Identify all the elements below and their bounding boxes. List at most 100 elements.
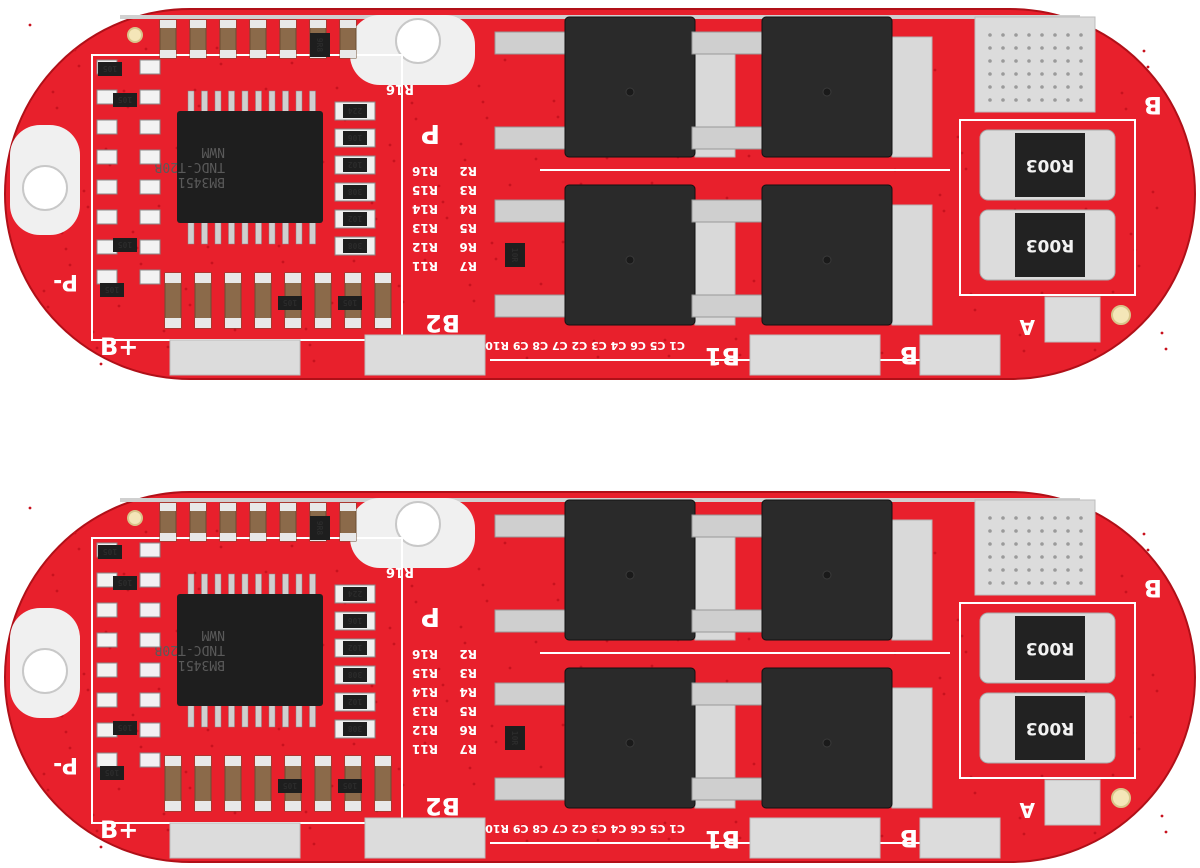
smd-code: 10R xyxy=(510,248,519,263)
label-b-top: B xyxy=(1144,574,1162,602)
mosfet-4 xyxy=(691,667,933,809)
shunt-resistor: R003 xyxy=(979,612,1116,684)
label-b: B xyxy=(900,824,918,852)
label-ref: R2 xyxy=(459,647,477,661)
pcb-drawing: BM3451TNDC-T20BNWMR003R00322410610230810… xyxy=(4,491,1196,863)
smd-code: 105 xyxy=(343,298,358,307)
label-ref: R12 xyxy=(412,240,438,254)
pad-b1 xyxy=(749,817,881,859)
smd-code: 224 xyxy=(348,589,363,598)
shunt-resistor: R003 xyxy=(979,209,1116,281)
pad-b2 xyxy=(364,334,486,376)
pad-b xyxy=(919,817,1001,859)
label-ref: R14 xyxy=(412,685,438,699)
smd-code: 224 xyxy=(348,106,363,115)
label-ref: R5 xyxy=(459,221,477,235)
ic-marking-line: NWM xyxy=(201,144,225,159)
pad-p-minus xyxy=(974,499,1096,596)
pad-a xyxy=(1044,779,1101,826)
label-r16: R16 xyxy=(386,564,414,579)
ic-marking-line: BM3451 xyxy=(178,657,225,672)
mosfet-2 xyxy=(691,499,933,641)
shunt-marking: R003 xyxy=(1026,638,1075,658)
label-ref: R5 xyxy=(459,704,477,718)
pad-b xyxy=(919,334,1001,376)
label-ref: R6 xyxy=(459,723,477,737)
label-b-plus: B+ xyxy=(100,333,138,361)
pad-b1 xyxy=(749,334,881,376)
label-ref: R15 xyxy=(412,183,438,197)
label-ref: R16 xyxy=(412,164,438,178)
shunt-marking: R003 xyxy=(1026,235,1075,255)
smd-code: 308 xyxy=(348,241,363,250)
smd-code: 308 xyxy=(348,187,363,196)
label-ref: R13 xyxy=(412,704,438,718)
label-b-top: B xyxy=(1144,91,1162,119)
mount-hole-left xyxy=(22,648,68,694)
smd-code: 105 xyxy=(103,64,118,73)
test-point-left xyxy=(127,510,143,526)
test-point-right xyxy=(1111,305,1131,325)
ic-marking-line: TNDC-T20B xyxy=(154,642,225,657)
label-p: P xyxy=(421,601,440,631)
mosfet-2 xyxy=(691,16,933,158)
smd-code: 102 xyxy=(348,214,363,223)
shunt-resistor: R003 xyxy=(979,692,1116,764)
smd-code: 105 xyxy=(103,547,118,556)
smd-code: 105 xyxy=(343,781,358,790)
label-ref: R11 xyxy=(412,742,438,756)
shunt-marking: R003 xyxy=(1026,155,1075,175)
label-b1: B1 xyxy=(705,825,740,853)
smd-code: 105 xyxy=(283,781,298,790)
label-ref: R3 xyxy=(459,183,477,197)
silk-frame-shunt xyxy=(959,119,1136,296)
ic-marking-line: NWM xyxy=(201,627,225,642)
smd-code: 106 xyxy=(348,616,363,625)
pad-bplus xyxy=(169,822,301,859)
label-ref: R2 xyxy=(459,164,477,178)
smd-code: 105 xyxy=(118,723,133,732)
mount-hole-top xyxy=(395,18,441,64)
smd-code: 106 xyxy=(348,133,363,142)
label-cap-row: C1 C5 C6 C4 C3 C2 C7 C8 C9 R10 xyxy=(485,822,685,835)
label-b2: B2 xyxy=(425,792,460,820)
label-ref: R7 xyxy=(459,259,477,273)
smd-code: 308 xyxy=(348,724,363,733)
smd-code: 102 xyxy=(348,160,363,169)
test-point-left xyxy=(127,27,143,43)
smd-code: 105 xyxy=(118,578,133,587)
ic-marking-line: BM3451 xyxy=(178,174,225,189)
label-ref: R7 xyxy=(459,742,477,756)
smd-code: 10R xyxy=(510,731,519,746)
label-ref: R6 xyxy=(459,240,477,254)
pad-p-minus xyxy=(974,16,1096,113)
smd-code: 105 xyxy=(105,768,120,777)
mosfet-4 xyxy=(691,184,933,326)
label-b-plus: B+ xyxy=(100,816,138,844)
smd-code: 102 xyxy=(348,697,363,706)
ic-marking-line: TNDC-T20B xyxy=(154,159,225,174)
smd-code: 308 xyxy=(348,670,363,679)
label-a: A xyxy=(1019,315,1035,339)
shunt-resistor: R003 xyxy=(979,129,1116,201)
label-ref: R11 xyxy=(412,259,438,273)
smd-components xyxy=(96,19,525,329)
mosfet-3 xyxy=(494,667,736,809)
label-ref: R13 xyxy=(412,221,438,235)
pad-vias xyxy=(988,33,1083,102)
label-ref: R15 xyxy=(412,666,438,680)
label-p-minus: P- xyxy=(53,752,78,777)
label-ref: R14 xyxy=(412,202,438,216)
test-point-right xyxy=(1111,788,1131,808)
label-a: A xyxy=(1019,798,1035,822)
mount-hole-top xyxy=(395,501,441,547)
smd-code: 105 xyxy=(105,285,120,294)
label-ref: R12 xyxy=(412,723,438,737)
smd-code: 9R8 xyxy=(315,521,324,536)
label-cap-row: C1 C5 C6 C4 C3 C2 C7 C8 C9 R10 xyxy=(485,339,685,352)
label-ref: R4 xyxy=(459,685,477,699)
label-b2: B2 xyxy=(425,309,460,337)
label-b1: B1 xyxy=(705,342,740,370)
